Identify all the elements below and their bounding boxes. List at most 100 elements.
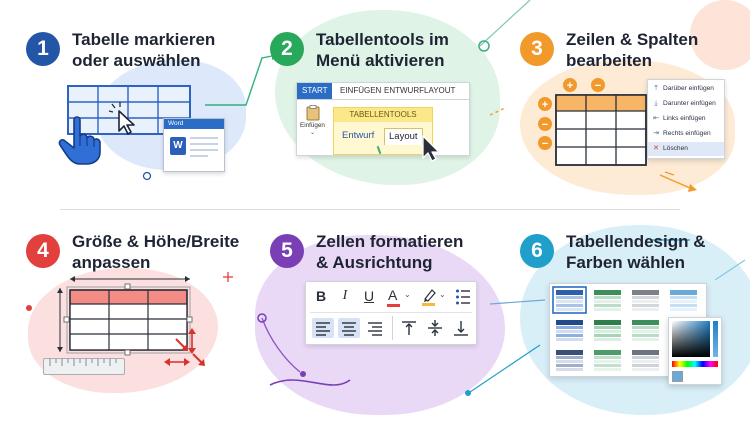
word-window[interactable]: Word W xyxy=(163,118,225,172)
font-color-letter: A xyxy=(388,287,398,303)
svg-text:+: + xyxy=(567,80,573,92)
align-top-icon xyxy=(402,321,416,335)
menu-item-insert-above[interactable]: ⤒ Darüber einfügen xyxy=(648,82,724,96)
menu-item-insert-below[interactable]: ⤓ Darunter einfügen xyxy=(648,97,724,111)
cursor-arrow-icon xyxy=(108,102,135,135)
step-6-title-line1: Tabellendesign & xyxy=(566,232,706,251)
tab-start[interactable]: START xyxy=(297,83,333,99)
step-1-title: Tabelle markieren oder auswählen xyxy=(72,29,215,71)
svg-text:+: + xyxy=(542,99,548,111)
tab-layout[interactable]: LAYOUT xyxy=(424,86,456,95)
table-style-thumbnails[interactable] xyxy=(550,284,706,376)
pointing-hand-icon xyxy=(58,116,101,165)
align-left-button[interactable] xyxy=(312,318,334,338)
step-4-title: Größe & Höhe/Breite anpassen xyxy=(72,231,239,273)
word-window-titlebar: Word xyxy=(164,119,224,129)
insert-left-icon: ⇤ xyxy=(653,115,659,122)
word-logo-icon: W xyxy=(170,137,186,155)
word-doc-lines xyxy=(190,137,218,157)
step-4-resize-illustration[interactable] xyxy=(40,270,215,370)
highlight-button[interactable]: ⌄ xyxy=(421,287,449,309)
step-4-title-line1: Größe & Höhe/Breite xyxy=(72,232,240,251)
step-2-badge: 2 xyxy=(270,32,304,66)
toolbar-divider xyxy=(310,312,472,313)
menu-item-label: Rechts einfügen xyxy=(663,130,711,137)
ruler-ticks xyxy=(49,359,117,366)
tab-entwurf[interactable]: ENTWURF xyxy=(384,86,424,95)
align-middle-button[interactable] xyxy=(424,318,446,338)
align-bottom-button[interactable] xyxy=(450,318,472,338)
step-2-title-line2: Menü aktivieren xyxy=(316,51,445,70)
insert-below-icon: ⤓ xyxy=(654,100,658,107)
step-4-title-line2: anpassen xyxy=(72,253,151,272)
insert-right-icon: ⇥ xyxy=(653,130,659,137)
step-2-title-line1: Tabellentools im xyxy=(316,30,449,49)
step-6-title: Tabellendesign & Farben wählen xyxy=(566,231,706,273)
align-left-icon xyxy=(316,322,330,336)
svg-text:−: − xyxy=(542,119,548,131)
menu-item-label: Links einfügen xyxy=(663,115,706,122)
menu-item-label: Darunter einfügen xyxy=(663,100,716,107)
tools-tab-layout[interactable]: Layout xyxy=(384,128,423,145)
chevron-down-icon: ⌄ xyxy=(404,290,411,299)
step-5-title: Zellen formatieren & Ausrichtung xyxy=(316,231,463,273)
step-1-title-line1: Tabelle markieren xyxy=(72,30,216,49)
color-hue-slider[interactable] xyxy=(713,321,718,357)
menu-item-delete[interactable]: ✕ Löschen xyxy=(648,142,724,156)
font-color-button[interactable]: A ⌄ xyxy=(386,287,416,309)
svg-text:−: − xyxy=(542,138,548,150)
bold-button[interactable]: B xyxy=(315,288,327,304)
format-toolbar: B I U A ⌄ ⌄ xyxy=(305,281,477,345)
highlighter-icon xyxy=(422,289,436,306)
align-middle-icon xyxy=(428,320,442,336)
svg-text:−: − xyxy=(595,80,601,92)
step-5-title-line1: Zellen formatieren xyxy=(316,232,464,251)
color-gradient-square[interactable] xyxy=(672,321,710,357)
step-3-badge: 3 xyxy=(520,32,554,66)
align-top-button[interactable] xyxy=(398,318,420,338)
tab-einfuegen[interactable]: EINFÜGEN xyxy=(340,86,382,95)
underline-button[interactable]: U xyxy=(363,288,375,304)
step-1-badge: 1 xyxy=(26,32,60,66)
color-picker-panel[interactable] xyxy=(668,317,722,385)
blob-peach-3 xyxy=(690,0,750,70)
list-button[interactable] xyxy=(455,288,471,306)
paste-button[interactable]: Einfügen ⌄ xyxy=(299,103,327,143)
step-3-table-illustration[interactable]: + − + − − xyxy=(536,76,648,168)
ruler xyxy=(43,358,125,375)
paste-label: Einfügen xyxy=(300,122,325,129)
table-tools-panel: TABELLENTOOLS Entwurf Layout xyxy=(333,107,433,155)
toolbar-separator xyxy=(392,316,393,340)
step-3-title-line2: bearbeiten xyxy=(566,51,652,70)
step-1-title-line2: oder auswählen xyxy=(72,51,201,70)
bullet-list-icon xyxy=(456,289,470,305)
tools-tab-entwurf[interactable]: Entwurf xyxy=(342,130,375,141)
menu-item-insert-right[interactable]: ⇥ Rechts einfügen xyxy=(648,127,724,141)
insert-above-icon: ⤒ xyxy=(654,85,658,92)
font-color-bar xyxy=(387,304,400,307)
align-center-button[interactable] xyxy=(338,318,360,338)
step-3-title: Zeilen & Spalten bearbeiten xyxy=(566,29,698,71)
menu-item-label: Darüber einfügen xyxy=(663,85,714,92)
menu-item-insert-left[interactable]: ⇤ Links einfügen xyxy=(648,112,724,126)
step-2-title: Tabellentools im Menü aktivieren xyxy=(316,29,449,71)
context-menu: ⤒ Darüber einfügen ⤓ Darunter einfügen ⇤… xyxy=(647,79,725,159)
cursor-arrow-icon-2 xyxy=(422,135,440,162)
align-right-button[interactable] xyxy=(364,318,386,338)
word-window-title: Word xyxy=(168,120,184,127)
clipboard-icon xyxy=(306,105,320,121)
step-6-badge: 6 xyxy=(520,234,554,268)
align-right-icon xyxy=(368,322,382,336)
style-blue-selected xyxy=(552,286,587,314)
step-3-title-line1: Zeilen & Spalten xyxy=(566,30,699,49)
color-spectrum-bar[interactable] xyxy=(672,361,718,367)
selected-color-swatch xyxy=(672,371,683,382)
step-5-badge: 5 xyxy=(270,234,304,268)
italic-button[interactable]: I xyxy=(342,288,348,303)
step-5-title-line2: & Ausrichtung xyxy=(316,253,433,272)
ribbon: START EINFÜGEN ENTWURF LAYOUT Einfügen ⌄… xyxy=(296,82,470,156)
step-4-badge: 4 xyxy=(26,234,60,268)
menu-item-label: Löschen xyxy=(663,145,688,152)
paste-dropdown-icon: ⌄ xyxy=(310,130,316,136)
